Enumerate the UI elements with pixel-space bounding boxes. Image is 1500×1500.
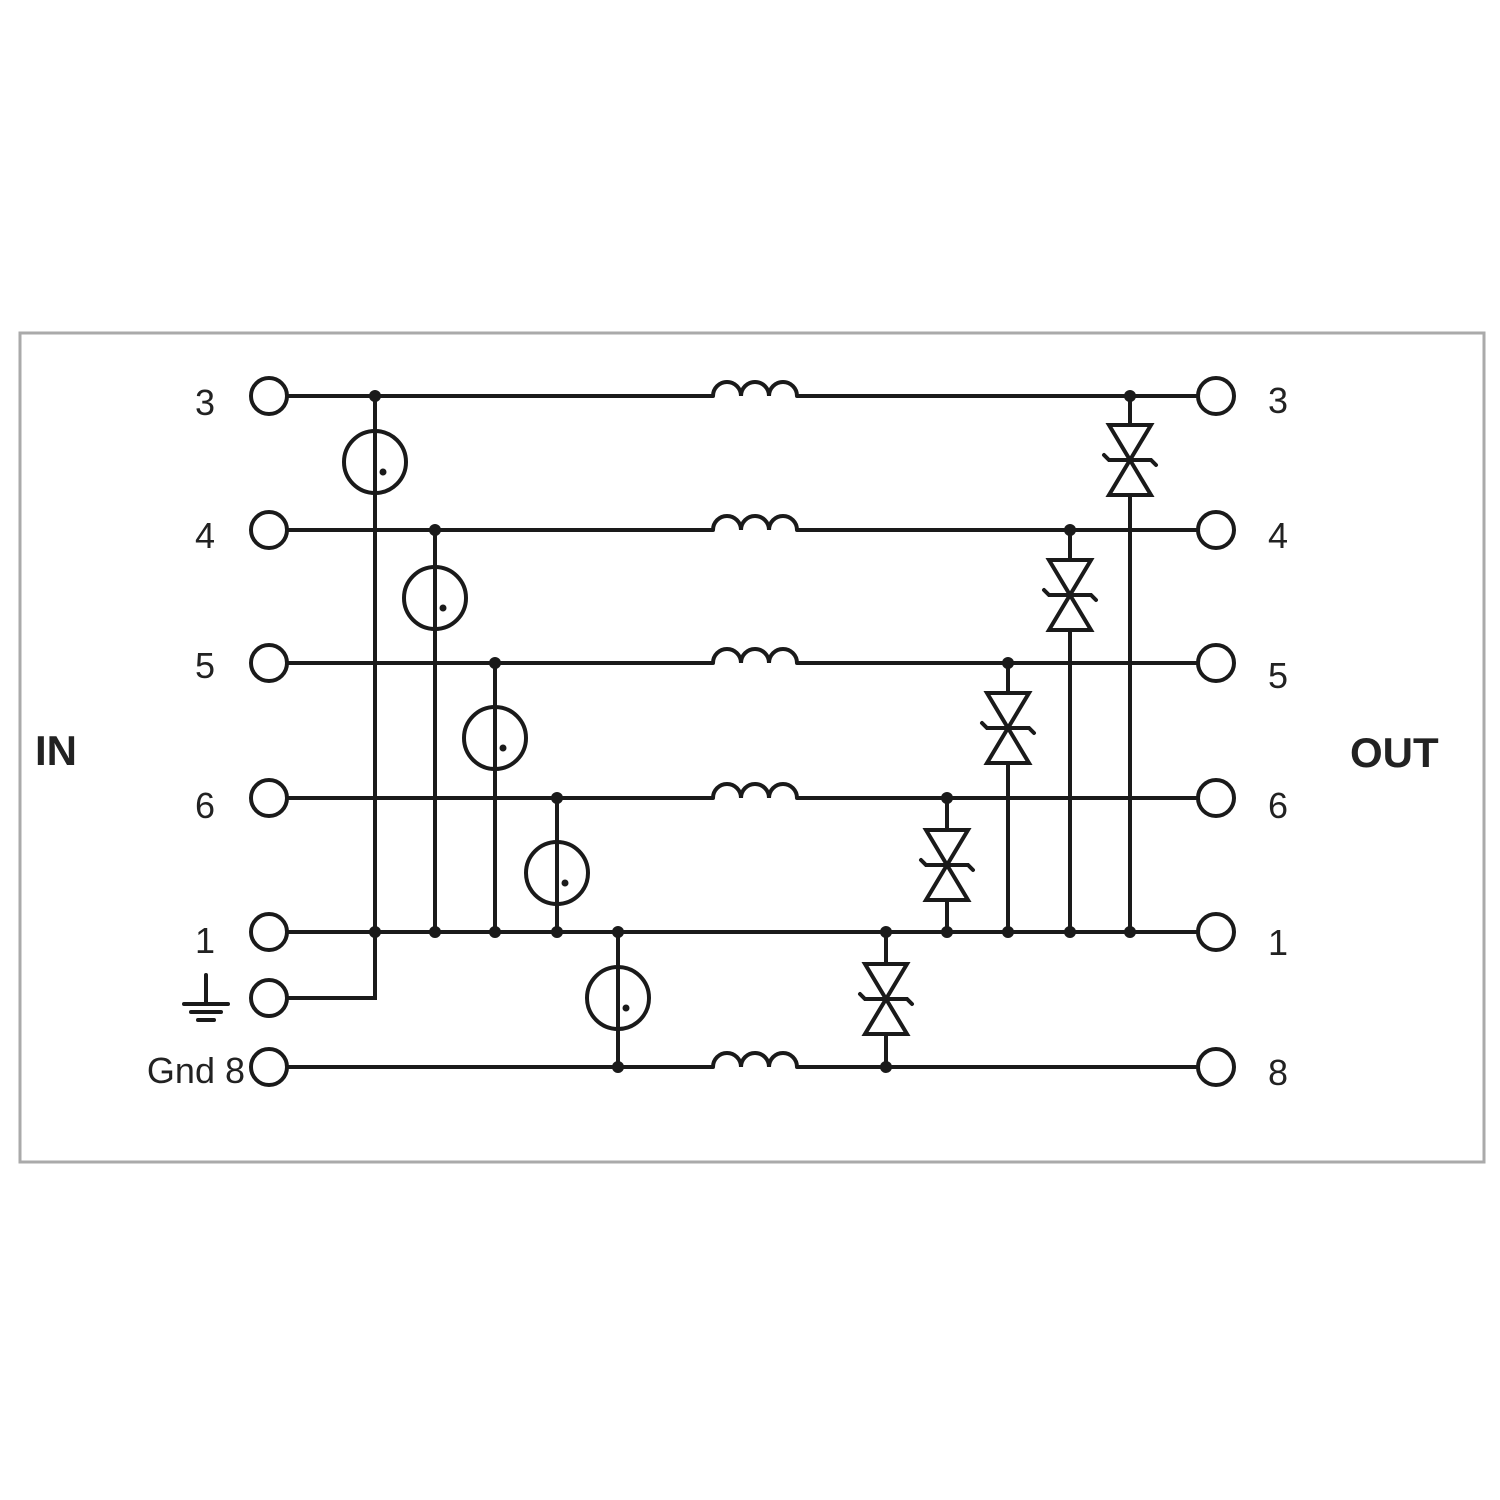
in-terminal-3: [249, 376, 289, 416]
in-terminal-6: [249, 778, 289, 818]
gas-discharge-tube-icon: [585, 965, 651, 1031]
inductor-icon: [711, 782, 799, 799]
gnd-pin-label: Gnd 8: [147, 1050, 245, 1091]
out-terminal-8: [1196, 1047, 1236, 1087]
in-terminal-1: [249, 912, 289, 952]
tvs-diode-icon: [1102, 423, 1158, 497]
in-pin-label-1: 1: [195, 920, 215, 961]
in-label: IN: [35, 727, 77, 774]
out-pin-label-5: 5: [1268, 655, 1288, 696]
out-terminal-5: [1196, 643, 1236, 683]
gas-discharge-tube-icon: [342, 429, 408, 495]
tvs-diode-icon: [980, 691, 1036, 765]
inductor-icon: [711, 647, 799, 664]
inductor-icon: [711, 514, 799, 531]
ground-icon: [182, 973, 230, 1022]
tvs-diode-icon: [1042, 558, 1098, 632]
in-pin-label-4: 4: [195, 515, 215, 556]
gas-discharge-tube-icon: [524, 840, 590, 906]
tvs-diode-icon: [919, 828, 975, 902]
junction-dots: [369, 390, 1136, 1073]
in-terminal-gnd-8: [249, 1047, 289, 1087]
out-terminal-4: [1196, 510, 1236, 550]
out-label: OUT: [1350, 729, 1439, 776]
in-pin-label-6: 6: [195, 785, 215, 826]
out-terminal-6: [1196, 778, 1236, 818]
gas-discharge-tube-icon: [402, 565, 468, 631]
out-terminal-1: [1196, 912, 1236, 952]
out-pin-label-6: 6: [1268, 785, 1288, 826]
out-pin-label-3: 3: [1268, 380, 1288, 421]
signal-wires: [286, 394, 1200, 1069]
diagram-frame: [18, 331, 1486, 1164]
tvs-diode-icon: [858, 962, 914, 1036]
in-terminal-ground: [249, 978, 289, 1018]
in-terminal-5: [249, 643, 289, 683]
inductor-icon: [711, 1051, 799, 1068]
out-terminal-3: [1196, 376, 1236, 416]
in-pin-label-5: 5: [195, 645, 215, 686]
out-pin-label-4: 4: [1268, 515, 1288, 556]
in-pin-label-3: 3: [195, 382, 215, 423]
out-pin-label-8: 8: [1268, 1052, 1288, 1093]
in-terminal-4: [249, 510, 289, 550]
out-pin-label-1: 1: [1268, 922, 1288, 963]
gas-discharge-tube-icon: [462, 705, 528, 771]
inductor-icon: [711, 380, 799, 397]
